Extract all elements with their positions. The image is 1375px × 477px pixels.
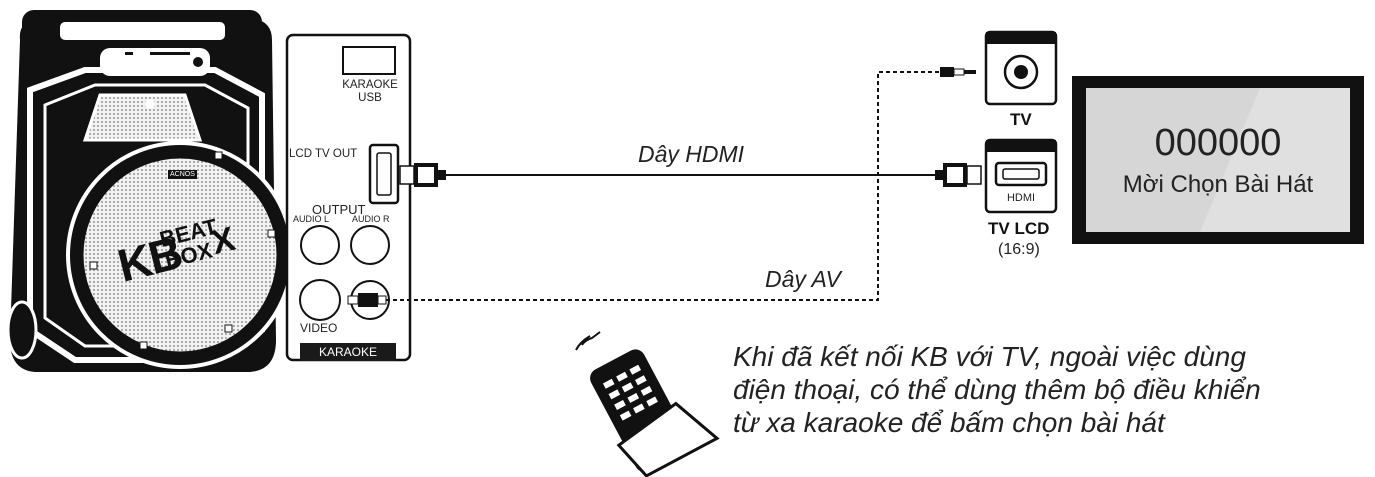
usb-label-line2: USB	[358, 92, 382, 104]
lcd-tv-out-label: LCD TV OUT	[289, 148, 358, 160]
tv-input-icon	[984, 30, 1058, 106]
note-line-1: Khi đã kết nối KB với TV, ngoài việc dùn…	[733, 341, 1246, 372]
back-panel	[285, 33, 412, 362]
screen-code: 000000	[1154, 122, 1282, 164]
note-line-3: từ xa karaoke để bấm chọn bài hát	[733, 407, 1165, 438]
remote-control-icon	[575, 331, 720, 477]
old-tv-label: TV	[1010, 110, 1032, 129]
tv-screen	[1072, 76, 1364, 244]
lcd-tv-hdmi-port-icon	[984, 138, 1058, 214]
hdmi-cable-label: Dây HDMI	[638, 141, 745, 167]
av-cable-label: Dây AV	[765, 266, 841, 292]
audio-l-label: AUDIO L	[293, 214, 330, 224]
karaoke-badge: KARAOKE	[318, 345, 378, 359]
video-label: VIDEO	[300, 321, 338, 335]
output-label: OUTPUT	[312, 202, 366, 217]
usb-label-line1: KARAOKE	[342, 79, 398, 91]
av-cable	[347, 67, 976, 307]
note-line-2: điện thoại, có thể dùng thêm bộ điều khi…	[733, 374, 1261, 405]
speaker-brand: ACNOS	[168, 170, 197, 179]
speaker-illustration	[6, 10, 294, 372]
tv-screen-content: 000000 Mời Chọn Bài Hát	[1086, 122, 1350, 199]
hdmi-cable	[399, 163, 982, 187]
audio-r-label: AUDIO R	[352, 214, 390, 224]
remote-note: Khi đã kết nối KB với TV, ngoài việc dùn…	[733, 340, 1363, 439]
hdmi-port-label: HDMI	[1006, 192, 1036, 204]
usb-label: KARAOKE USB	[330, 79, 410, 105]
lcd-tv-label: TV LCD	[988, 219, 1050, 238]
lcd-tv-ratio: (16:9)	[998, 241, 1040, 258]
screen-message: Mời Chọn Bài Hát	[1122, 171, 1314, 198]
